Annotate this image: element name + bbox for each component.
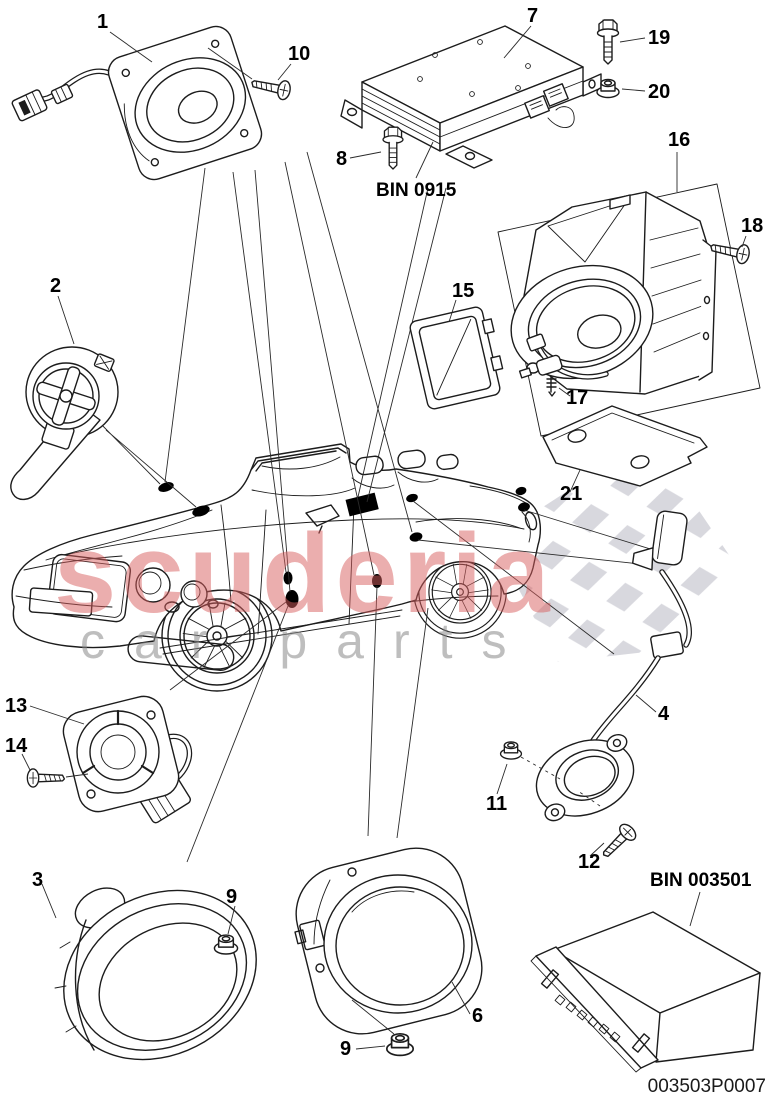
bumper-intake xyxy=(127,635,235,671)
watermark-tagline: car parts xyxy=(80,613,536,669)
part-6-midrange-speaker[interactable] xyxy=(286,838,492,1044)
watermark-brand: scuderia xyxy=(54,511,555,636)
taillight xyxy=(524,511,538,531)
headrest xyxy=(397,449,426,470)
cable-clip xyxy=(631,510,688,571)
harness-connector xyxy=(11,89,48,122)
callout-16[interactable]: 16 xyxy=(668,129,690,151)
callout-10[interactable]: 10 xyxy=(288,43,310,65)
part-17-mounting-bolt[interactable] xyxy=(518,354,563,397)
callout-9a[interactable]: 9 xyxy=(226,886,237,908)
diagram-part-number: 003503P0007 xyxy=(648,1076,766,1097)
part-7-amplifier[interactable] xyxy=(340,25,602,169)
part-16-subwoofer-enclosure[interactable] xyxy=(497,183,761,437)
headlight xyxy=(135,567,171,603)
door-seams xyxy=(257,504,355,635)
part-13-front-tweeter[interactable] xyxy=(59,692,193,824)
part-1-front-door-speaker[interactable] xyxy=(11,22,267,184)
callout-20[interactable]: 20 xyxy=(648,81,670,103)
callout-21[interactable]: 21 xyxy=(560,483,582,505)
part-15-display-frame[interactable] xyxy=(409,304,508,410)
callout-14[interactable]: 14 xyxy=(5,735,28,757)
callout-6[interactable]: 6 xyxy=(472,1005,483,1027)
callout-17[interactable]: 17 xyxy=(566,387,588,409)
part-21-mounting-plate[interactable] xyxy=(542,405,708,487)
license-plate xyxy=(28,587,94,617)
speaker-basket xyxy=(107,25,263,181)
callout-2[interactable]: 2 xyxy=(50,275,61,297)
rear-hoop xyxy=(436,453,459,471)
callout-1[interactable]: 1 xyxy=(97,11,108,33)
callout-13[interactable]: 13 xyxy=(5,695,27,717)
callout-11[interactable]: 11 xyxy=(486,793,507,815)
tweeter-body xyxy=(535,734,635,822)
part-8-bolt[interactable] xyxy=(382,126,404,170)
part-11-nut[interactable] xyxy=(499,741,523,760)
part-2-dash-tweeter[interactable] xyxy=(10,346,119,501)
callout-19[interactable]: 19 xyxy=(648,27,670,49)
speaker-location-markers xyxy=(158,482,530,608)
part-3-bass-speaker[interactable] xyxy=(35,858,286,1091)
headrest xyxy=(355,455,384,476)
part-19-bolt[interactable] xyxy=(596,19,620,65)
callout-4[interactable]: 4 xyxy=(658,703,670,725)
part-10-screw[interactable] xyxy=(249,73,293,102)
bin-reference-top[interactable]: BIN 0915 xyxy=(376,180,457,201)
callout-8[interactable]: 8 xyxy=(336,148,347,170)
callout-3[interactable]: 3 xyxy=(32,869,43,891)
amplifier-connectors xyxy=(524,83,569,119)
callout-leader-lines xyxy=(21,25,747,1050)
part-14-screw[interactable] xyxy=(26,768,66,788)
callout-7[interactable]: 7 xyxy=(527,5,538,27)
callout-15[interactable]: 15 xyxy=(452,280,474,302)
part-9-nut-second[interactable] xyxy=(385,1032,415,1057)
callout-18[interactable]: 18 xyxy=(741,215,763,237)
part-to-car-leader-lines xyxy=(94,151,661,863)
headlight xyxy=(180,580,208,608)
windshield xyxy=(250,447,347,472)
bin-reference-bottom[interactable]: BIN 003501 xyxy=(650,870,752,891)
part-12-screw[interactable] xyxy=(596,820,640,864)
speaker-terminal xyxy=(294,919,326,951)
callout-9b[interactable]: 9 xyxy=(340,1038,351,1060)
car-illustration xyxy=(11,443,542,691)
callout-12[interactable]: 12 xyxy=(578,851,600,873)
part-cd-changer[interactable] xyxy=(530,911,761,1073)
part-4-rear-tweeter-cable[interactable] xyxy=(520,508,692,829)
